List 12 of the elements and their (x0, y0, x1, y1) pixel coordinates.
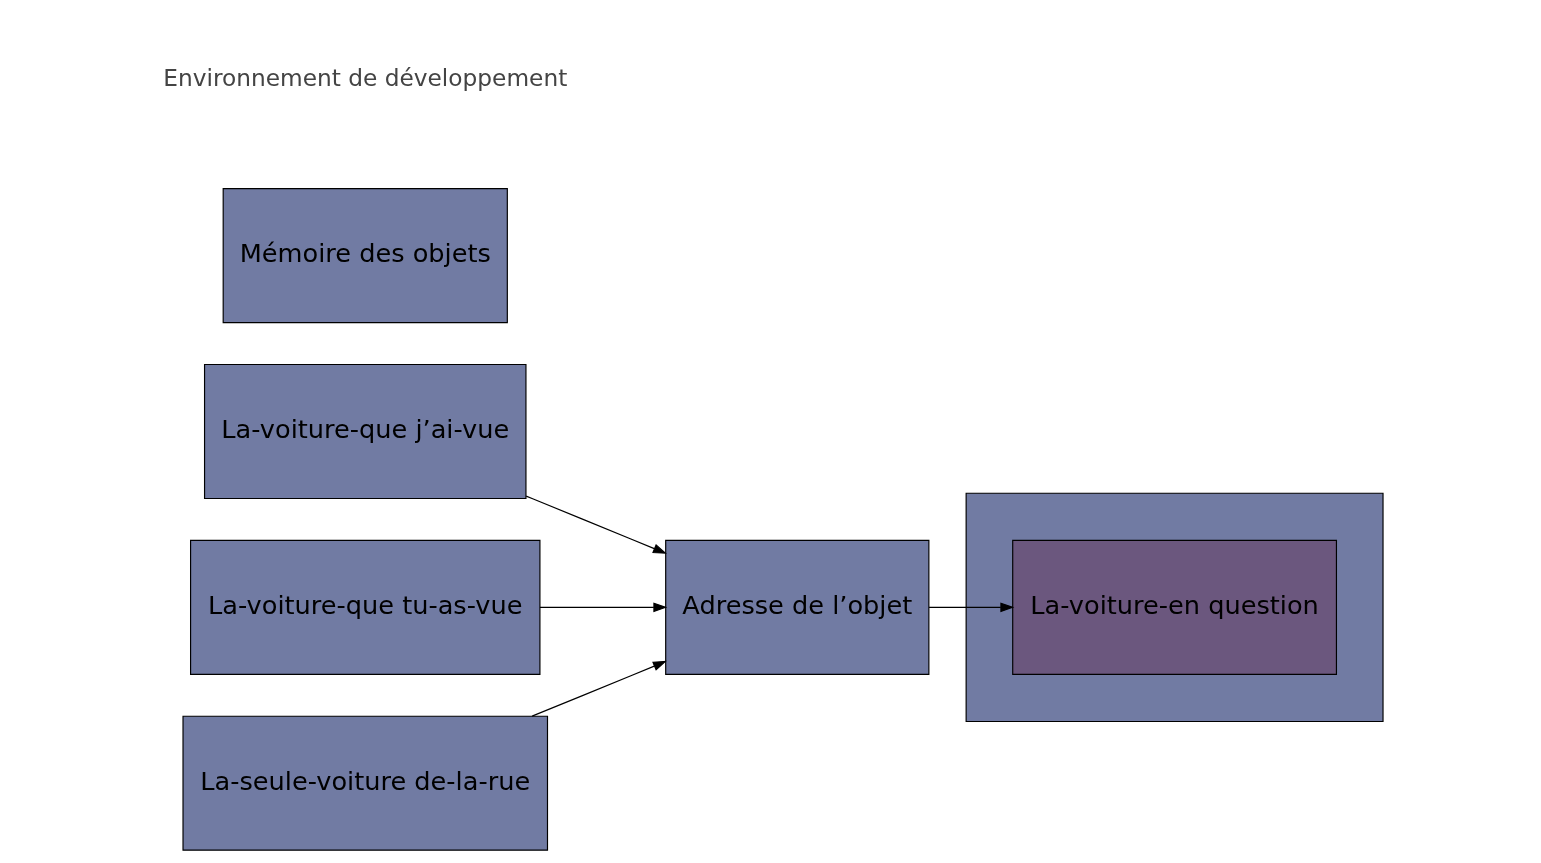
label: Environnement de développement (163, 63, 568, 91)
node-box: La-voiture-que j’ai-vue (203, 363, 527, 500)
node-box: Adresse de l’objet (665, 539, 930, 675)
arrow (525, 495, 667, 554)
node-box: La-voiture-que tu-as-vue (190, 539, 541, 675)
node-box: Mémoire des objets (222, 188, 508, 324)
arrow (531, 660, 667, 717)
arrow (539, 602, 668, 613)
arrow (928, 602, 1015, 613)
node-box: La-voiture-en question (1012, 539, 1338, 675)
cluster (965, 492, 1384, 723)
node-box: La-seule-voiture de-la-rue (182, 715, 549, 851)
